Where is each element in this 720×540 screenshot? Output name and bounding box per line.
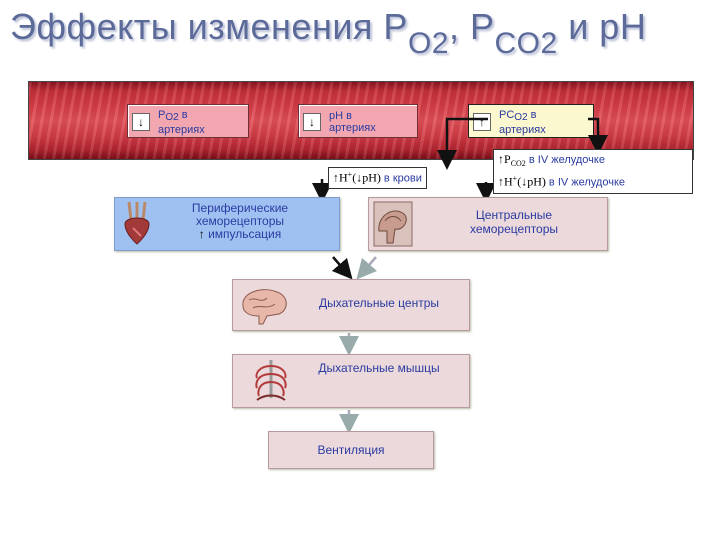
label-h-blood: ↑H+(↓pH) в крови: [328, 167, 427, 189]
respiratory-muscles-box: Дыхательные мышцы: [232, 354, 470, 408]
carotid-heart-icon: [124, 201, 150, 245]
label-ventricle-group: ↑PCO2 в IV желудочке ↑H+(↓pH) в IV желуд…: [493, 149, 693, 194]
page-title: Эффекты изменения PO2, PCO2 и pH: [10, 6, 647, 60]
ribcage-icon: [255, 360, 287, 401]
down-arrow-icon: ↓: [132, 113, 150, 131]
respiratory-centers-box: Дыхательные центры: [232, 279, 470, 331]
arrow-central-to-centers: [356, 256, 378, 280]
arrow-peripheral-to-centers: [331, 256, 353, 280]
ventilation-box: Вентиляция: [268, 431, 434, 469]
brain-section-icon: [373, 201, 413, 247]
up-arrow-icon: ↑: [473, 113, 491, 131]
down-arrow-icon: ↓: [303, 113, 321, 131]
peripheral-chemoreceptors-box: Периферические хеморецепторы ↑ импульсац…: [114, 197, 340, 251]
arrow-pco2-to-ventricle: [588, 117, 608, 155]
brain-icon: [242, 289, 287, 325]
label-h-ventricle: ↑H+(↓pH) в IV желудочке: [498, 174, 626, 189]
up-arrow-icon: ↑: [198, 227, 205, 241]
label-pco2-ventricle: ↑PCO2 в IV желудочке: [498, 152, 605, 169]
central-chemoreceptors-box: Центральные хеморецепторы: [368, 197, 608, 251]
arrow-pco2-to-blood: [437, 117, 488, 170]
